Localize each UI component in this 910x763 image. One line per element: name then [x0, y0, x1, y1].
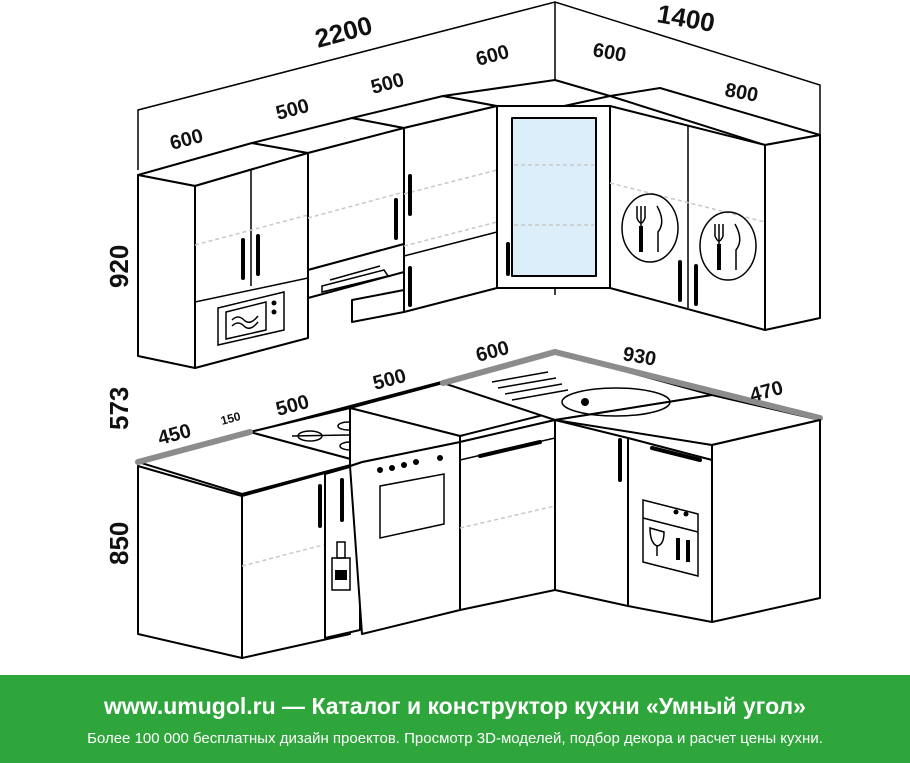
dim-lower-3: 500	[371, 365, 409, 395]
lower-cabinets-left: 450 150 500 500 600 930 470	[134, 337, 823, 659]
dim-lower-end: 470	[748, 377, 786, 407]
dim-lower-hob: 500	[274, 391, 312, 421]
dim-top-left: 2200	[312, 10, 376, 54]
cutlery-icon	[621, 193, 679, 263]
footer-banner: www.umugol.ru — Каталог и конструктор ку…	[0, 675, 910, 763]
oven-icon	[377, 455, 445, 539]
dishwasher-icon	[642, 499, 699, 577]
dim-upper-2: 500	[274, 95, 312, 125]
dim-upper-right: 800	[723, 79, 760, 106]
bottle-icon	[331, 541, 351, 591]
dim-upper-corner-right: 600	[591, 39, 628, 66]
dim-upper-3: 500	[369, 69, 407, 99]
dim-upper-corner-left: 600	[474, 41, 512, 71]
footer-headline[interactable]: www.umugol.ru — Каталог и конструктор ку…	[104, 693, 806, 719]
dim-top-right: 1400	[655, 0, 717, 38]
upper-cabinets-left	[137, 95, 498, 369]
upper-cabinets-right	[609, 87, 821, 331]
microwave-icon	[217, 291, 285, 346]
dim-height-upper: 920	[104, 245, 134, 288]
cutlery-icon	[699, 211, 757, 281]
lower-cabinets-right	[554, 419, 821, 623]
dim-lower-corner: 600	[474, 337, 512, 367]
upper-corner-cabinet	[442, 79, 611, 289]
dim-height-lower: 850	[104, 522, 134, 565]
sink-icon	[561, 387, 671, 417]
dim-upper-1: 600	[168, 125, 206, 155]
dim-height-gap: 573	[104, 387, 134, 430]
dim-lower-sink: 930	[621, 343, 658, 370]
dim-lower-gap: 150	[219, 409, 242, 428]
dim-lower-1: 450	[156, 420, 194, 450]
kitchen-drawing: 2200 1400 600 500 500 600 600 800 920 57…	[104, 0, 823, 659]
footer-subline: Более 100 000 бесплатных дизайн проектов…	[87, 730, 823, 747]
glass-door	[511, 117, 597, 277]
drainboard-icon	[491, 371, 569, 401]
